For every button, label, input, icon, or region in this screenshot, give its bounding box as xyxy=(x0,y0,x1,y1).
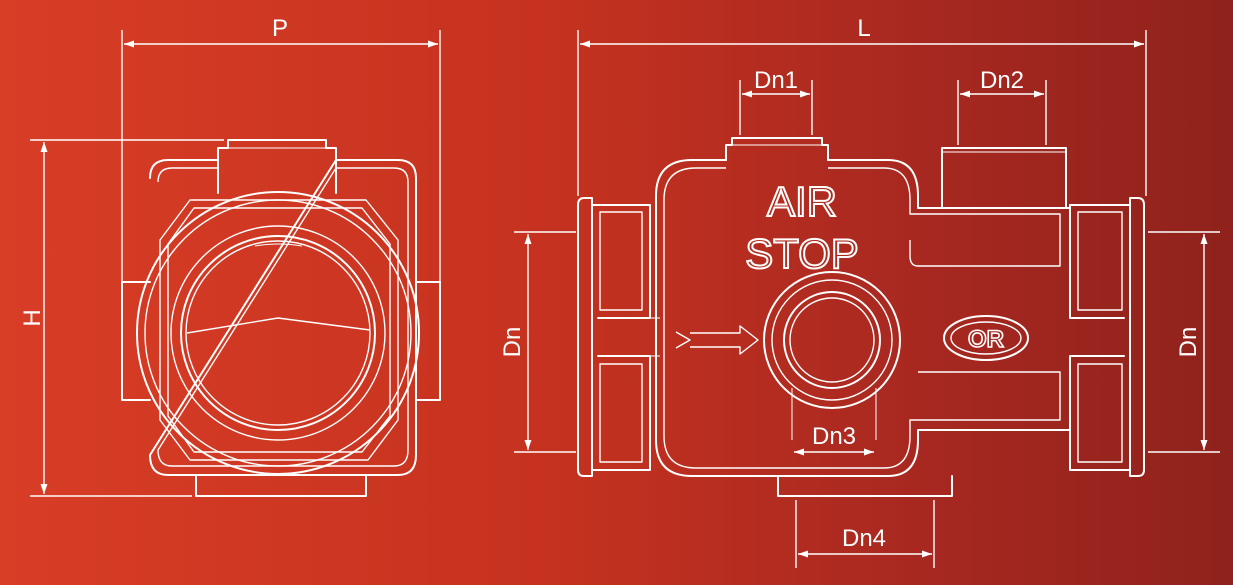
side-view: AIR STOP OR L Dn1 Dn2 Dn3 Dn4 xyxy=(499,15,1220,568)
dim-label-p: P xyxy=(272,15,288,42)
product-text-air: AIR xyxy=(767,178,837,225)
dim-label-dn2: Dn2 xyxy=(980,67,1024,94)
dim-label-dn3: Dn3 xyxy=(812,423,856,450)
dim-label-dn-left: Dn xyxy=(499,327,526,358)
dim-label-dn1: Dn1 xyxy=(754,67,798,94)
dim-label-dn4: Dn4 xyxy=(842,525,886,552)
product-text-stop: STOP xyxy=(745,230,859,277)
logo-text: OR xyxy=(968,326,1004,353)
dim-label-h: H xyxy=(19,309,46,326)
dim-label-dn-right: Dn xyxy=(1175,327,1202,358)
front-view: P H xyxy=(19,15,441,497)
dim-label-l: L xyxy=(857,15,870,42)
or-logo-icon: OR xyxy=(943,315,1029,361)
